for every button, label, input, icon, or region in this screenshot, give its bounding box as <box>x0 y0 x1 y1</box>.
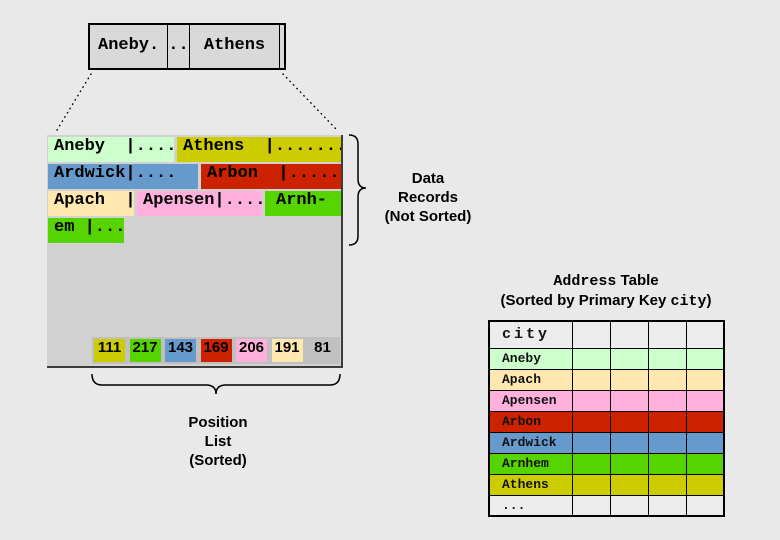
record-cell-aneby: Aneby |.... <box>48 137 174 162</box>
index-node: Aneby. .. Athens <box>88 23 286 70</box>
record-cell-em: em |... <box>48 218 124 243</box>
address-row-apensen: Apensen <box>488 389 725 412</box>
subtitle-primary-key: city <box>670 293 707 310</box>
data-records-label: Data Records (Not Sorted) <box>368 169 488 226</box>
address-row-city: Arbon <box>488 410 573 433</box>
position-list-label: Position List (Sorted) <box>158 413 278 470</box>
address-row-city: Aneby <box>488 347 573 370</box>
address-row-more: ... <box>488 494 725 517</box>
address-row-arbon: Arbon <box>488 410 725 433</box>
position-cell-217: 217 <box>129 339 161 362</box>
address-row-city: Arnhem <box>488 452 573 475</box>
data-records-label-line2: Records <box>397 189 459 206</box>
position-cell-143: 143 <box>165 339 196 362</box>
record-cell-apensen: Apensen|.... <box>137 191 262 216</box>
record-cell-ardwick: Ardwick|.... <box>48 164 198 189</box>
address-table-title-line2: (Sorted by Primary Key city) <box>478 291 734 311</box>
subtitle-suffix: ) <box>706 292 712 309</box>
position-list-label-line3: (Sorted) <box>189 452 247 469</box>
index-node-cell-athens: Athens <box>190 25 280 68</box>
address-row-ardwick: Ardwick <box>488 431 725 454</box>
subtitle-prefix: (Sorted by Primary Key <box>500 292 671 309</box>
position-list-brace-icon <box>91 373 341 395</box>
dotted-connector-right <box>282 73 338 131</box>
address-row-city: Apach <box>488 368 573 391</box>
position-list: 111 217 143 169 206 191 81 <box>92 337 340 364</box>
position-list-label-line2: List <box>204 433 232 450</box>
position-cell-111: 111 <box>94 339 125 362</box>
address-table-title-keyword: Address <box>553 273 617 290</box>
address-table: city Aneby Apach Apensen Arbon Ardwick A… <box>488 320 725 517</box>
address-row-city: Athens <box>488 473 573 496</box>
address-table-header-city: city <box>488 320 573 349</box>
position-list-label-line1: Position <box>188 414 248 431</box>
address-table-header-row: city <box>488 320 725 349</box>
data-records-brace-icon <box>348 134 367 246</box>
index-node-cell-aneby: Aneby. <box>90 25 168 68</box>
address-row-city: Apensen <box>488 389 573 412</box>
position-cell-191: 191 <box>271 339 303 362</box>
address-row-city: ... <box>488 494 573 517</box>
address-row-apach: Apach <box>488 368 725 391</box>
dotted-connector-left <box>56 73 92 131</box>
address-row-aneby: Aneby <box>488 347 725 370</box>
position-cell-169: 169 <box>200 339 232 362</box>
address-row-arnhem: Arnhem <box>488 452 725 475</box>
address-table-title-rest: Table <box>616 272 659 289</box>
index-node-cell-empty <box>280 25 284 68</box>
record-cell-athens: Athens |....... <box>177 137 341 162</box>
data-records-label-line1: Data <box>411 170 445 187</box>
address-row-city: Ardwick <box>488 431 573 454</box>
record-cell-arbon: Arbon |...... <box>201 164 341 189</box>
address-table-title: Address Table (Sorted by Primary Key cit… <box>478 271 734 311</box>
position-cell-81: 81 <box>307 339 338 362</box>
data-records-label-line3: (Not Sorted) <box>384 208 472 225</box>
address-row-athens: Athens <box>488 473 725 496</box>
index-node-cell-ellipsis: .. <box>168 25 190 68</box>
record-cell-apach: Apach | <box>48 191 134 216</box>
address-table-title-line1: Address Table <box>478 271 734 291</box>
position-cell-206: 206 <box>236 339 267 362</box>
record-cell-arnh: Arnh- <box>265 191 341 216</box>
